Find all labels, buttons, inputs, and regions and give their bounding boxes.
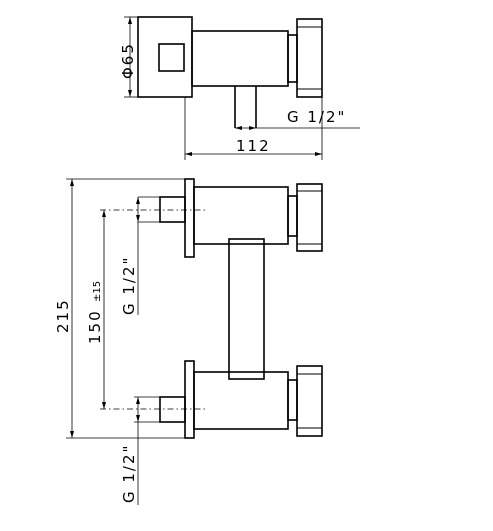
lower-connector: [159, 396, 186, 423]
dim-arrow: [70, 431, 74, 438]
top-square-socket: [158, 43, 185, 72]
upper-collar: [287, 195, 298, 237]
dim-arrow: [70, 179, 74, 186]
upper-handle: [296, 183, 323, 252]
lower-collar: [287, 379, 298, 421]
dim-thread-top-label: G 1/2": [287, 108, 346, 126]
dim-arrow: [136, 397, 140, 404]
dim-arrow: [315, 152, 322, 156]
dim-arrow: [235, 126, 242, 130]
front-view: 215 150 ±15 G 1/2" G 1/2": [54, 178, 323, 505]
dim-depth-label: 112: [236, 137, 271, 155]
dim-arrow: [102, 210, 106, 217]
upper-body: [193, 186, 289, 245]
dim-arrow: [102, 402, 106, 409]
lower-handle: [296, 365, 323, 437]
dim-arrow: [128, 90, 132, 97]
upper-wall-plate: [184, 178, 195, 258]
lower-wall-plate: [184, 360, 195, 439]
top-body: [191, 30, 289, 87]
dim-arrow: [249, 126, 256, 130]
dim-diameter-label: Φ65: [119, 42, 137, 79]
dim-arrow: [128, 17, 132, 24]
dim-spacing-label: 150: [86, 309, 104, 344]
top-handle-collar: [287, 34, 298, 83]
dim-arrow: [185, 152, 192, 156]
dim-thread-left-label: G 1/2": [120, 256, 138, 315]
dim-arrow: [136, 415, 140, 422]
dim-spacing-tolerance: ±15: [92, 281, 103, 302]
top-view: Φ65 G 1/2" 112: [119, 16, 360, 160]
dim-arrow: [136, 197, 140, 204]
dim-height-label: 215: [54, 298, 72, 333]
upper-connector: [159, 196, 186, 223]
dim-arrow: [136, 215, 140, 222]
top-handle: [296, 18, 323, 98]
connecting-bar: [228, 238, 265, 380]
lower-body: [193, 371, 289, 430]
dim-thread-bottom-label: G 1/2": [120, 444, 138, 503]
